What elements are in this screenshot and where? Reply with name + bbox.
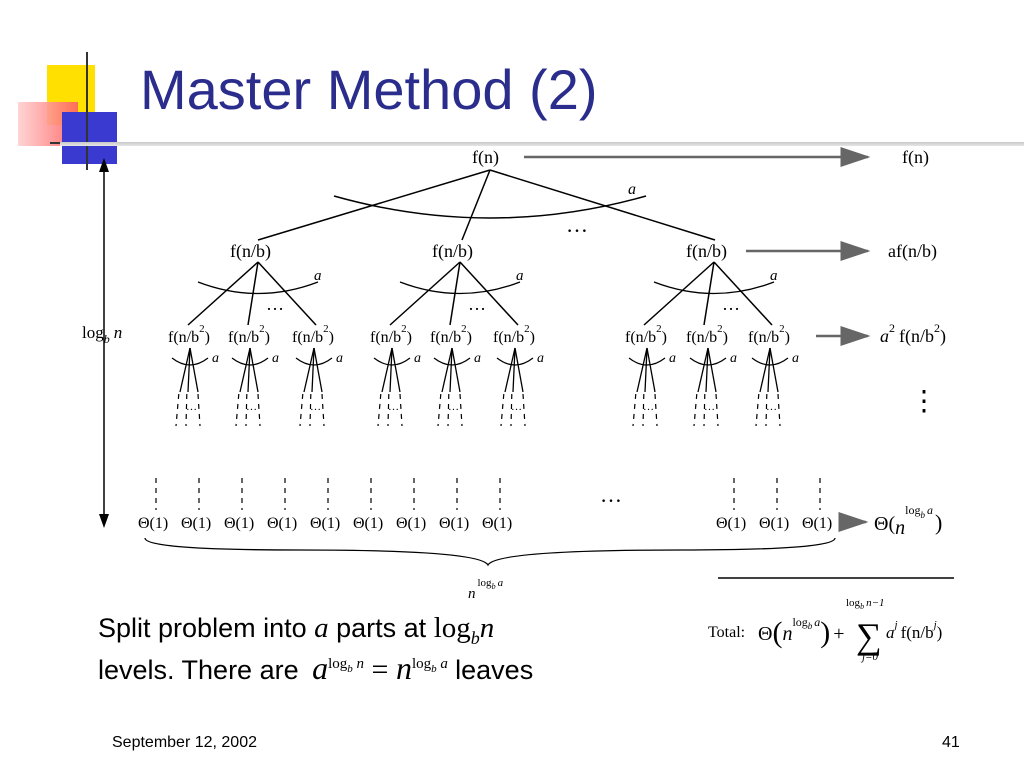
leaf-node: Θ(1) <box>310 515 340 532</box>
leaves-equation: alogb n = nlogb a <box>312 650 448 686</box>
ellipsis-leaves: … <box>600 482 622 507</box>
branch-label: a <box>537 351 544 366</box>
leaf-node: Θ(1) <box>181 515 211 532</box>
leaf-node: Θ(1) <box>353 515 383 532</box>
branch-label-root: a <box>628 181 636 198</box>
slide-title: Master Method (2) <box>140 58 598 121</box>
ellipsis: … <box>722 294 740 314</box>
leaf-node: Θ(1) <box>716 515 746 532</box>
branch-label: a <box>314 268 322 284</box>
ellipsis: … <box>186 401 197 413</box>
leaf-node: Θ(1) <box>802 515 832 532</box>
ellipsis-root: … <box>566 212 588 237</box>
leaf-node: Θ(1) <box>224 515 254 532</box>
ellipsis: … <box>511 401 522 413</box>
level1-node: f(n/b) <box>686 241 727 262</box>
sum-symbol: ∑ <box>856 616 882 656</box>
ellipsis: … <box>766 401 777 413</box>
branch-label: a <box>770 268 778 284</box>
branch-label: a <box>212 351 219 366</box>
level2-node: f(n/b2) <box>748 323 790 346</box>
body-line-2: levels. There are alogb n = nlogb a leav… <box>98 650 534 686</box>
leaves-brace <box>144 537 836 567</box>
ellipsis: … <box>468 294 486 314</box>
ellipsis: … <box>388 401 399 413</box>
ellipsis: … <box>643 401 654 413</box>
root-node: f(n) <box>472 147 499 168</box>
branch-label: a <box>792 351 799 366</box>
level2-node: f(n/b2) <box>686 323 728 346</box>
ellipsis: … <box>704 401 715 413</box>
leaf-node: Θ(1) <box>439 515 469 532</box>
ellipsis: … <box>266 294 284 314</box>
level2-nodes: f(n/b2)a…f(n/b2)a…f(n/b2)a…f(n/b2)a…f(n/… <box>168 323 799 427</box>
level2-node: f(n/b2) <box>493 323 535 346</box>
level1-sum: af(n/b) <box>888 241 937 262</box>
corner-decoration <box>0 0 140 175</box>
leaf-node: Θ(1) <box>267 515 297 532</box>
vertical-ellipsis: ⋮ <box>910 386 938 417</box>
level2-node: f(n/b2) <box>168 323 210 346</box>
sum-lower-limit: j=0 <box>860 651 878 663</box>
level2-node: f(n/b2) <box>430 323 472 346</box>
ellipsis: … <box>310 401 321 413</box>
branch-label: a <box>474 351 481 366</box>
branch-label: a <box>730 351 737 366</box>
page-number: 41 <box>942 734 960 751</box>
level2-node: f(n/b2) <box>625 323 667 346</box>
branch-label: a <box>516 268 524 284</box>
title-rule <box>60 142 1024 146</box>
leaf-node: Θ(1) <box>138 515 168 532</box>
level2-node: f(n/b2) <box>292 323 334 346</box>
level2-node: f(n/b2) <box>370 323 412 346</box>
level0-sum: f(n) <box>902 147 929 168</box>
level2-node: f(n/b2) <box>228 323 270 346</box>
branch-label: a <box>669 351 676 366</box>
ellipsis: … <box>246 401 257 413</box>
leaf-row: Θ(1) Θ(1) Θ(1) Θ(1) Θ(1) Θ(1) Θ(1) Θ(1) Θ(1) Θ(1)… <box>138 478 832 532</box>
body-line-1: Split problem into a parts at logbn <box>98 612 495 648</box>
level1-nodes: f(n/b) a … f(n/b) a … f(n/b) a … <box>187 241 778 326</box>
branch-label: a <box>414 351 421 366</box>
leaf-node: Θ(1) <box>759 515 789 532</box>
level1-node: f(n/b) <box>432 241 473 262</box>
branch-label: a <box>272 351 279 366</box>
leaf-node: Θ(1) <box>482 515 512 532</box>
level1-node: f(n/b) <box>230 241 271 262</box>
footer-date: September 12, 2002 <box>112 734 257 751</box>
log-expression: logbn <box>433 612 495 648</box>
leaf-node: Θ(1) <box>396 515 426 532</box>
total-label: Total: <box>708 624 745 641</box>
ellipsis: … <box>448 401 459 413</box>
branch-label: a <box>336 351 343 366</box>
